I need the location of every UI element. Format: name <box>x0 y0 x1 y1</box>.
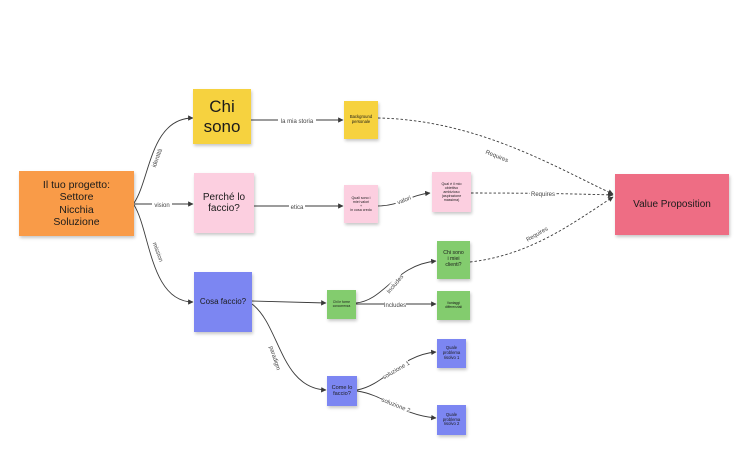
note-vantaggi-differenziali-text: Vantaggi differenziali <box>444 300 463 309</box>
svg-text:valori: valori <box>397 195 413 206</box>
note-background-personale[interactable]: Background personale <box>344 101 378 139</box>
note-chi-le-forme-concorrenza-text: Chi le forme concorrenza <box>332 299 351 308</box>
edge-cosa-forme <box>251 300 327 306</box>
note-chi-le-forme-concorrenza[interactable]: Chi le forme concorrenza <box>327 290 356 319</box>
note-background-personale-text: Background personale <box>349 114 373 124</box>
note-chi-sono-i-miei-clienti-text: Chi sono i miei clienti? <box>443 250 464 268</box>
edge-paradigm <box>251 303 327 393</box>
note-il-tuo-progetto[interactable]: Il tuo progetto: Settore Nicchia Soluzio… <box>19 171 134 236</box>
note-obiettivo-ambizioso[interactable]: Qual è il mio obiettivo ambizioso (aspir… <box>432 172 471 212</box>
note-quale-problema-risolvo-2-text: Quale problema risolvo 2 <box>442 411 461 427</box>
label-includes1: Includes <box>384 273 405 295</box>
note-come-lo-faccio-text: Come lo faccio? <box>331 384 353 397</box>
svg-text:vision: vision <box>154 203 169 209</box>
svg-text:Requires: Requires <box>531 192 555 198</box>
label-vision: vision <box>152 201 172 209</box>
edge-requires3 <box>469 196 614 263</box>
note-perche-lo-faccio-text: Perché lo faccio? <box>202 191 246 215</box>
edge-identita <box>133 115 194 204</box>
note-come-lo-faccio[interactable]: Come lo faccio? <box>327 376 357 406</box>
note-quale-problema-risolvo-1[interactable]: Quale problema risolvo 1 <box>437 339 466 368</box>
edge-requires1 <box>377 117 614 195</box>
note-quali-sono-i-miei-valori[interactable]: Quali sono i miei valori + in cosa credo <box>344 185 378 223</box>
label-paradigm: paradigm <box>267 344 283 372</box>
note-quale-problema-risolvo-2[interactable]: Quale problema risolvo 2 <box>437 405 466 435</box>
note-perche-lo-faccio[interactable]: Perché lo faccio? <box>194 173 254 233</box>
label-mia-storia: la mia storia <box>278 117 316 125</box>
note-chi-sono-text: Chi sono <box>203 96 241 136</box>
note-cosa-faccio-text: Cosa faccio? <box>199 297 247 307</box>
note-obiettivo-ambizioso-text: Qual è il mio obiettivo ambizioso (aspir… <box>441 181 462 203</box>
label-etica: etica <box>289 203 305 211</box>
note-quale-problema-risolvo-1-text: Quale problema risolvo 1 <box>442 345 461 360</box>
note-quali-sono-i-miei-valori-text: Quali sono i miei valori + in cosa credo <box>350 195 372 213</box>
label-requires1: Requires <box>483 147 511 164</box>
label-requires2: Requires <box>530 190 556 198</box>
svg-text:soluzione 1: soluzione 1 <box>382 360 412 381</box>
label-soluzione2: soluzione 2 <box>380 395 411 415</box>
svg-text:etica: etica <box>291 205 304 211</box>
label-valori: valori <box>394 192 414 206</box>
note-vantaggi-differenziali[interactable]: Vantaggi differenziali <box>437 291 470 320</box>
edge-requires2 <box>470 192 614 198</box>
note-value-proposition-text: Value Proposition <box>633 198 711 210</box>
note-chi-sono[interactable]: Chi sono <box>193 89 251 144</box>
edge-mission <box>133 204 194 305</box>
note-chi-sono-i-miei-clienti[interactable]: Chi sono i miei clienti? <box>437 241 470 279</box>
note-cosa-faccio[interactable]: Cosa faccio? <box>194 272 252 332</box>
label-includes2: Includes <box>384 301 406 309</box>
note-value-proposition[interactable]: Value Proposition <box>615 174 729 235</box>
svg-text:la mia storia: la mia storia <box>281 119 314 125</box>
label-soluzione1: soluzione 1 <box>381 359 412 381</box>
svg-text:Includes: Includes <box>384 303 406 309</box>
label-requires3: Requires <box>523 224 550 243</box>
note-il-tuo-progetto-text: Il tuo progetto: Settore Nicchia Soluzio… <box>42 179 111 228</box>
